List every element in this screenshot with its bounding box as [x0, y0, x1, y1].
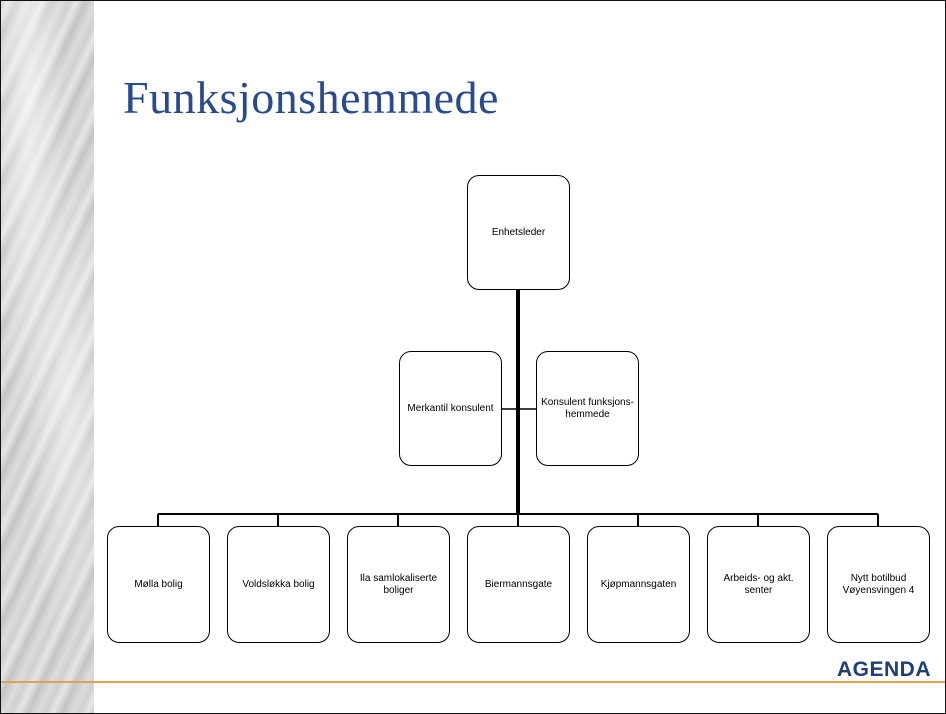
org-box-unit-2: Voldsløkka bolig	[227, 526, 330, 643]
org-box-konsulent-funksjonshemmede: Konsulent funksjons- hemmede	[536, 351, 639, 466]
org-box-enhetsleder: Enhetsleder	[467, 175, 570, 290]
org-box-unit-7: Nytt botilbud Vøyensvingen 4	[827, 526, 930, 643]
org-box-unit-6: Arbeids- og akt. senter	[707, 526, 810, 643]
org-box-unit-5: Kjøpmannsgaten	[587, 526, 690, 643]
org-box-merkantil-konsulent: Merkantil konsulent	[399, 351, 502, 466]
footer-divider	[1, 681, 945, 683]
org-box-unit-4: Biermannsgate	[467, 526, 570, 643]
slide-title: Funksjonshemmede	[123, 72, 499, 123]
marble-texture-strip	[1, 1, 94, 713]
agenda-logo: AGENDA	[836, 658, 931, 681]
org-box-unit-1: Mølla bolig	[107, 526, 210, 643]
org-box-unit-3: Ila samlokaliserte boliger	[347, 526, 450, 643]
